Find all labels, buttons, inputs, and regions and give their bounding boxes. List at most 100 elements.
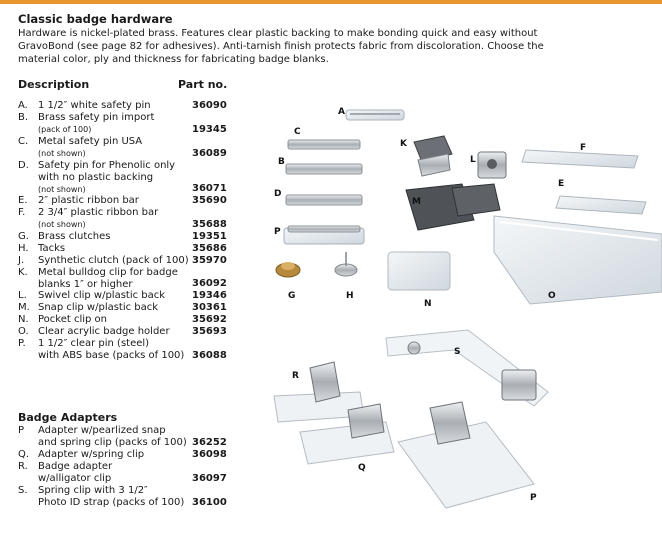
item-description: 2 3/4″ plastic ribbon bar(not shown) — [38, 207, 196, 231]
item-description: Synthetic clutch (pack of 100) — [38, 255, 196, 267]
part-number: 35690 — [192, 195, 227, 207]
page-title: Classic badge hardware — [18, 12, 173, 26]
list-item: C.Metal safety pin USA(not shown)36089 — [18, 136, 240, 160]
item-s-strap-clip — [385, 329, 549, 407]
description-line: Spring clip with 3 1/2″ — [38, 485, 148, 496]
part-number: 35693 — [192, 326, 227, 338]
top-accent-bar — [0, 0, 662, 4]
item-description: Adapter w/spring clip — [38, 449, 196, 461]
item-f-ribbon-bar — [521, 149, 639, 169]
item-letter: S. — [18, 485, 28, 496]
item-letter: C. — [18, 135, 29, 147]
item-letter: B. — [18, 111, 29, 123]
description-line: (pack of 100) — [38, 124, 92, 134]
description-line: 2 3/4″ plastic ribbon bar — [38, 207, 159, 219]
part-number: 36097 — [192, 473, 227, 484]
item-l-swivel-clip — [477, 151, 507, 179]
description-line: Tacks — [38, 242, 66, 254]
list-item: O. Clear acrylic badge holder 35693 — [18, 326, 240, 338]
photo-label-q: Q — [358, 463, 366, 473]
description-line: 1 1/2″ white safety pin — [38, 100, 151, 111]
description-line: Brass clutches — [38, 230, 111, 242]
part-number: 19346 — [192, 290, 227, 302]
part-number: 36252 — [192, 437, 227, 448]
item-o-acrylic-holder — [493, 215, 662, 305]
item-letter: A. — [18, 100, 28, 111]
item-letter: R. — [18, 461, 28, 472]
list-item: P. 1 1/2″ clear pin (steel)with ABS base … — [18, 338, 240, 362]
item-r-adapter — [273, 361, 365, 423]
description-line: (not shown) — [38, 184, 86, 194]
photo-label-d: D — [274, 189, 281, 199]
item-description: Metal safety pin USA(not shown) — [38, 136, 196, 160]
description-line: Safety pin for Phenolic only — [38, 159, 176, 171]
photo-label-p: P — [530, 493, 537, 503]
item-h-tack — [334, 252, 358, 277]
item-letter: O. — [18, 326, 29, 338]
photo-label-p: P — [274, 227, 281, 237]
item-q-adapter — [299, 403, 395, 465]
list-item: S. Spring clip with 3 1/2″Photo ID strap … — [18, 485, 240, 509]
description-line: Metal bulldog clip for badge — [38, 266, 178, 278]
description-line: Photo ID strap (packs of 100) — [38, 497, 185, 508]
photo-label-r: R — [292, 371, 299, 381]
part-number: 30361 — [192, 302, 227, 314]
item-d-pin — [285, 194, 363, 206]
item-description: Snap clip w/plastic back — [38, 302, 196, 314]
item-letter: M. — [18, 302, 30, 314]
part-number: 35970 — [192, 254, 227, 266]
item-letter: N. — [18, 314, 29, 326]
description-line: Badge adapter — [38, 461, 113, 472]
item-letter: F. — [18, 207, 26, 219]
description-line: Pocket clip on — [38, 314, 108, 326]
badge-adapters-heading: Badge Adapters — [18, 411, 118, 424]
description-line: Swivel clip w/plastic back — [38, 290, 166, 302]
item-letter: J. — [18, 254, 25, 266]
description-line: with ABS base (packs of 100) — [38, 350, 185, 361]
description-line: (not shown) — [38, 148, 86, 158]
description-line: Metal safety pin USA — [38, 135, 143, 147]
item-description: 1 1/2″ white safety pin — [38, 100, 196, 112]
part-number: 19345 — [192, 123, 227, 135]
item-letter: H. — [18, 242, 29, 254]
description-line: Snap clip w/plastic back — [38, 302, 159, 314]
description-line: 1 1/2″ clear pin (steel) — [38, 338, 150, 349]
intro-paragraph: Hardware is nickel-plated brass. Feature… — [18, 28, 544, 65]
item-g-clutch — [275, 262, 301, 278]
item-letter: G. — [18, 230, 29, 242]
photo-label-g: G — [288, 291, 295, 301]
part-number: 36071 — [192, 183, 227, 195]
photo-label-a: A — [338, 107, 345, 117]
photo-label-n: N — [424, 299, 432, 309]
description-line: Clear acrylic badge holder — [38, 326, 170, 338]
part-number: 36092 — [192, 278, 227, 290]
description-line: w/alligator clip — [38, 473, 112, 484]
item-letter: P. — [18, 338, 26, 349]
item-letter: Q. — [18, 449, 30, 460]
item-letter: D. — [18, 159, 29, 171]
item-description: Spring clip with 3 1/2″Photo ID strap (p… — [38, 485, 196, 509]
photo-label-o: O — [548, 291, 556, 301]
list-item: A. 1 1/2″ white safety pin 36090 — [18, 100, 240, 112]
photo-label-m: M — [412, 197, 421, 207]
photo-label-c: C — [294, 127, 301, 137]
photo-label-l: L — [470, 155, 476, 165]
photo-label-s: S — [454, 347, 460, 357]
item-p-adapter — [397, 401, 535, 509]
part-column-header: Part no. — [178, 78, 228, 91]
item-description: Tacks — [38, 243, 196, 255]
item-letter: K. — [18, 266, 28, 278]
part-number: 36100 — [192, 497, 227, 508]
part-number: 36090 — [192, 100, 227, 111]
